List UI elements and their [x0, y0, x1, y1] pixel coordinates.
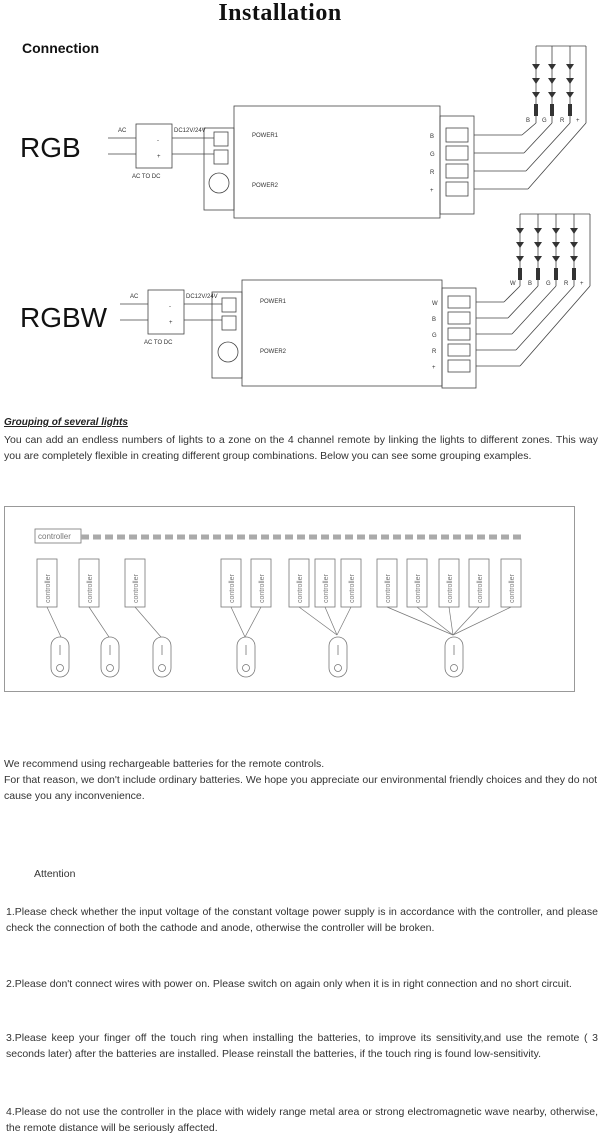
rgb-led-label: G	[542, 118, 547, 124]
rgbw-terminal: G	[432, 333, 437, 339]
attention-note-2: 2.Please don't connect wires with power …	[6, 978, 572, 990]
rgbw-psu-plus: +	[169, 320, 173, 326]
rgbw-led-label: G	[546, 281, 551, 287]
rgbw-diagram-drawing: AC - + DC12V/24V AC TO DC POWER1 POWER2 …	[120, 213, 591, 389]
rgb-terminal: B	[430, 134, 434, 140]
controller-label: controller	[477, 574, 484, 603]
grouping-diagram: controller controller controller control…	[4, 506, 575, 692]
controller-label: controller	[509, 574, 516, 603]
rgb-wiring-diagram: R G B	[0, 40, 600, 225]
controller-label: controller	[45, 574, 52, 603]
rgb-led-label: +	[576, 118, 580, 124]
controller-label: controller	[323, 574, 330, 603]
rgbw-led-label: R	[564, 281, 569, 287]
controller-label: controller	[229, 574, 236, 603]
rgb-diagram-drawing: AC - + DC12V/24V AC TO DC POWER1 POWER2 …	[108, 45, 587, 219]
controller-label: controller	[349, 574, 356, 603]
rgbw-power2: POWER2	[260, 349, 287, 355]
rgbw-led-label: +	[580, 281, 584, 287]
controller-label: controller	[447, 574, 454, 603]
controller-label: controller	[133, 574, 140, 603]
rgb-psu-label: AC TO DC	[132, 174, 161, 180]
controller-label: controller	[259, 574, 266, 603]
rgbw-label: RGBW	[20, 302, 108, 333]
zone-controllers	[36, 558, 522, 608]
rgbw-led-label: B	[528, 281, 532, 287]
rgbw-wiring-diagram: R G B W	[0, 210, 600, 395]
rgb-power1: POWER1	[252, 133, 279, 139]
connection-heading: Connection	[22, 40, 99, 56]
rgb-led-label: B	[526, 118, 530, 124]
page-title: Installation	[218, 0, 342, 26]
rgb-psu-output: DC12V/24V	[174, 128, 206, 134]
rgb-terminal: +	[430, 188, 434, 194]
rgb-power2: POWER2	[252, 183, 279, 189]
controller-label: controller	[87, 574, 94, 603]
rgb-psu-minus: -	[157, 138, 159, 144]
controller-label: controller	[385, 574, 392, 603]
rgbw-psu-label: AC TO DC	[144, 340, 173, 346]
rgbw-psu-output: DC12V/24V	[186, 294, 218, 300]
controller-label: controller	[415, 574, 422, 603]
grouping-drawing: controller controller controller control…	[34, 528, 522, 678]
rgbw-psu-minus: -	[169, 304, 171, 310]
rgb-terminal: G	[430, 152, 435, 158]
rgbw-led-label: W	[510, 281, 516, 287]
rgbw-terminal: W	[432, 301, 438, 307]
grouping-title: Grouping of several lights	[4, 417, 128, 428]
rgb-terminal: R	[430, 170, 435, 176]
rgbw-terminal: R	[432, 349, 437, 355]
controller-label: controller	[297, 574, 304, 603]
rgbw-power1: POWER1	[260, 299, 287, 305]
attention-note-3: 3.Please keep your finger off the touch …	[6, 1032, 598, 1060]
battery-note-line1: We recommend using rechargeable batterie…	[4, 758, 325, 770]
strip-controller-label: controller	[38, 532, 71, 541]
remote-controls	[50, 636, 464, 678]
rgbw-terminal: +	[432, 365, 436, 371]
attention-note-1: 1.Please check whether the input voltage…	[6, 906, 598, 934]
rgb-label: RGB	[20, 132, 81, 163]
battery-note-line2: For that reason, we don't include ordina…	[4, 774, 598, 802]
rgb-led-label: R	[560, 118, 565, 124]
attention-note-4: 4.Please do not use the controller in th…	[6, 1106, 598, 1134]
rgb-ac-text: AC	[118, 128, 127, 134]
rgbw-terminal: B	[432, 317, 436, 323]
attention-heading: Attention	[34, 868, 76, 880]
grouping-paragraph: You can add an endless numbers of lights…	[4, 434, 598, 462]
rgbw-ac-text: AC	[130, 294, 139, 300]
rgb-psu-plus: +	[157, 154, 161, 160]
